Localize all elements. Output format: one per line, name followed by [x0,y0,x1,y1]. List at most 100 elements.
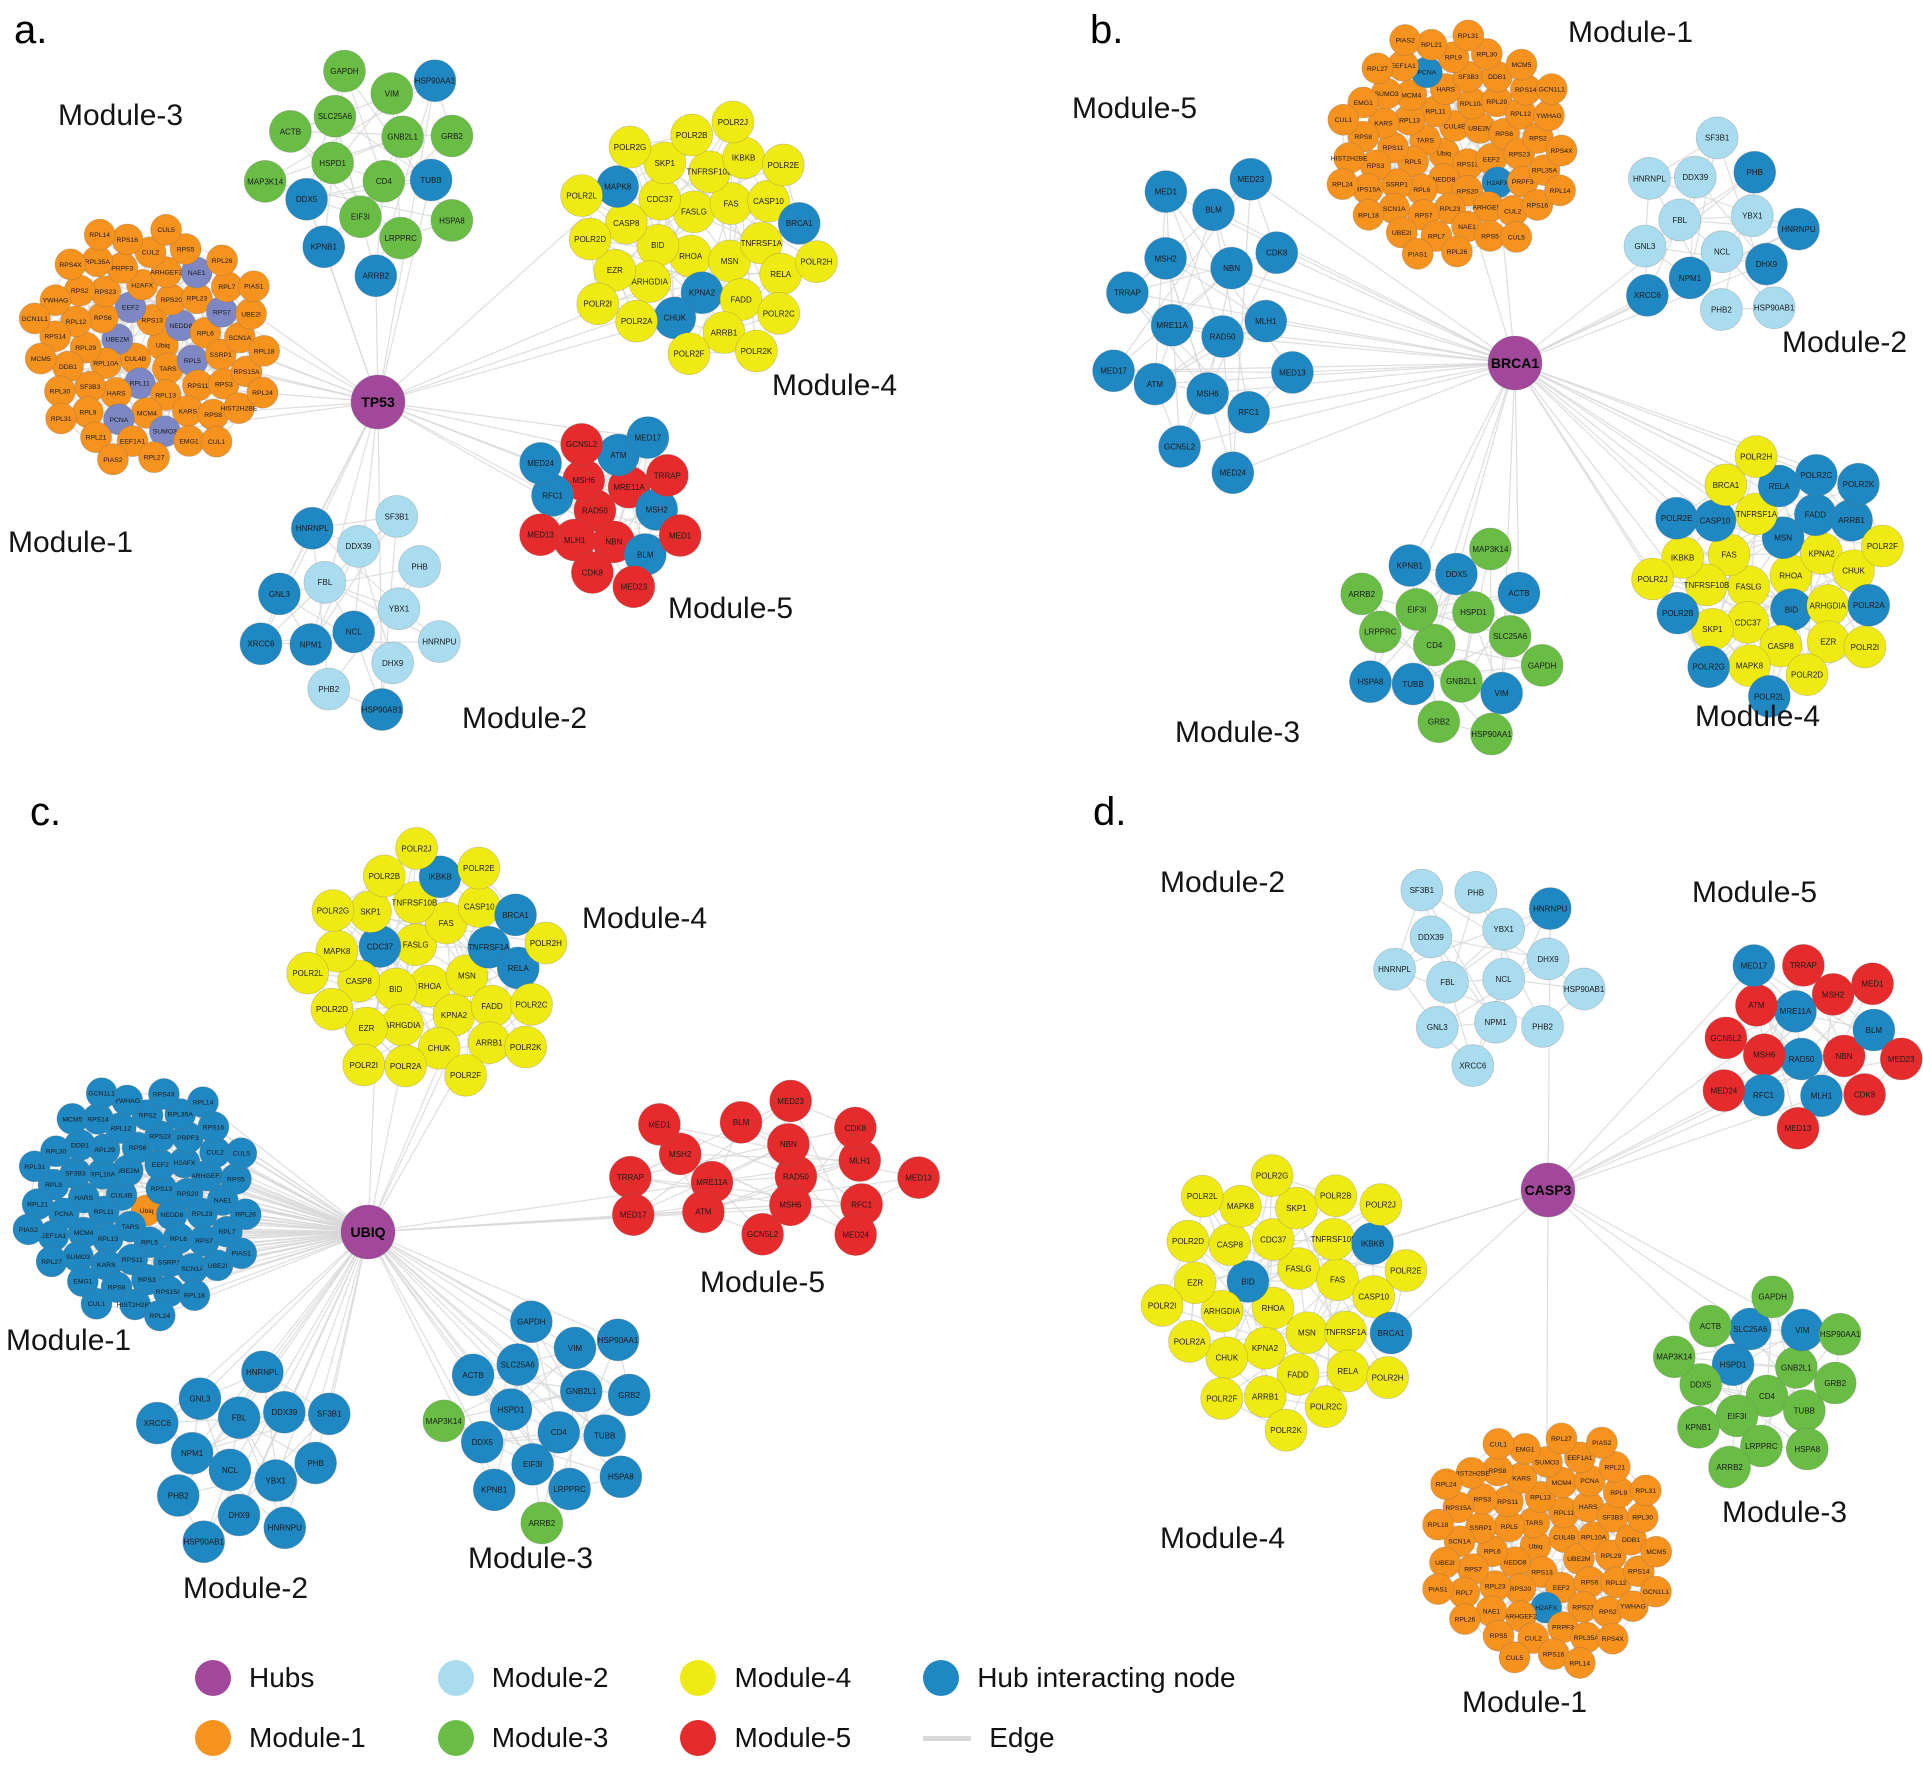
node-fbl[interactable]: FBL [1426,960,1469,1004]
node-polr2k[interactable]: POLR2K [1264,1408,1308,1452]
node-dhx9[interactable]: DHX9 [1745,242,1788,286]
node-pias2[interactable]: PIAS2 [97,443,129,476]
node-med17[interactable]: MED17 [1732,944,1776,987]
node-hnrnpu[interactable]: HNRNPU [1777,207,1820,251]
node-rpl21[interactable]: RPL21 [1415,28,1448,61]
node-rpl24[interactable]: RPL24 [1430,1468,1462,1501]
node-polr2d[interactable]: POLR2D [310,987,354,1031]
node-polr2i[interactable]: POLR2I [1843,625,1887,669]
node-hsp90aa1[interactable]: HSP90AA1 [413,59,457,103]
node-msh6[interactable]: MSH6 [1186,372,1229,415]
node-phb2[interactable]: PHB2 [156,1474,200,1517]
node-casp8[interactable]: CASP8 [604,201,648,245]
node-actb[interactable]: ACTB [269,110,312,153]
node-map3k14[interactable]: MAP3K14 [1469,527,1512,571]
node-npm1[interactable]: NPM1 [170,1431,214,1475]
node-hnrnpu[interactable]: HNRNPU [263,1506,307,1550]
node-polr2f[interactable]: POLR2F [444,1053,487,1097]
node-polr2h[interactable]: POLR2H [795,240,838,284]
node-polr2j[interactable]: POLR2J [711,100,755,144]
node-lrpprc[interactable]: LRPPRC [548,1467,591,1511]
node-gnl3[interactable]: GNL3 [1623,224,1667,268]
node-slc25a6[interactable]: SLC25A6 [313,94,357,138]
node-polr2c[interactable]: POLR2C [1794,453,1838,497]
node-casp8[interactable]: CASP8 [1208,1223,1252,1267]
node-rpl24[interactable]: RPL24 [1326,168,1359,200]
node-npm1[interactable]: NPM1 [289,623,333,666]
node-vim[interactable]: VIM [1780,1308,1824,1352]
node-polr2g[interactable]: POLR2G [608,125,652,169]
node-grb2[interactable]: GRB2 [607,1373,651,1417]
node-rpl24[interactable]: RPL24 [143,1299,176,1332]
node-hsp90aa1[interactable]: HSP90AA1 [1818,1312,1862,1356]
node-med23[interactable]: MED23 [769,1079,812,1123]
node-cdk8[interactable]: CDK8 [570,551,614,594]
node-nbn[interactable]: NBN [1210,246,1253,290]
node-atm[interactable]: ATM [682,1190,725,1234]
node-ncl[interactable]: NCL [1482,957,1525,1001]
node-polr2e[interactable]: POLR2E [457,846,501,890]
node-rpl24[interactable]: RPL24 [246,376,279,409]
node-med13[interactable]: MED13 [1776,1106,1820,1150]
node-med13[interactable]: MED13 [519,513,562,557]
node-gnl3[interactable]: GNL3 [178,1377,222,1421]
node-med1[interactable]: MED1 [638,1103,681,1146]
node-cd4[interactable]: CD4 [362,159,406,203]
node-blm[interactable]: BLM [719,1100,763,1144]
node-polr2b[interactable]: POLR2B [362,854,406,898]
node-arhgdia[interactable]: ARHGDIA [1806,584,1850,627]
node-polr2f[interactable]: POLR2F [667,332,711,376]
node-gapdh[interactable]: GAPDH [1520,644,1564,687]
node-rps4x[interactable]: RPS4X [54,248,87,281]
node-fas[interactable]: FAS [1316,1258,1359,1302]
node-phb[interactable]: PHB [398,545,442,588]
node-dhx9[interactable]: DHX9 [1526,937,1570,981]
node-pias2[interactable]: PIAS2 [12,1213,45,1246]
node-cul5[interactable]: CUL5 [1498,1641,1531,1674]
node-rpl14[interactable]: RPL14 [83,218,116,251]
node-rpl27[interactable]: RPL27 [35,1245,68,1278]
node-polr2c[interactable]: POLR2C [757,292,801,335]
node-cul1[interactable]: CUL1 [200,425,233,458]
node-trrap[interactable]: TRRAP [1781,944,1825,987]
node-mapk8[interactable]: MAPK8 [596,165,640,208]
node-rpl27[interactable]: RPL27 [138,441,170,473]
node-gcn1l1[interactable]: GCN1L1 [1640,1575,1672,1608]
node-npm1[interactable]: NPM1 [1668,256,1712,300]
node-mapk8[interactable]: MAPK8 [1219,1184,1262,1228]
node-vim[interactable]: VIM [1480,671,1523,715]
node-fbl[interactable]: FBL [217,1396,261,1440]
node-tnfrsf1a[interactable]: TNFRSF1A [1324,1310,1367,1354]
node-cul5[interactable]: CUL5 [225,1137,258,1170]
node-chuk[interactable]: CHUK [1205,1336,1249,1380]
node-fbl[interactable]: FBL [303,561,347,604]
node-med24[interactable]: MED24 [1211,451,1255,495]
node-polr2h[interactable]: POLR2H [1734,435,1778,479]
node-arrb2[interactable]: ARRB2 [1340,572,1384,616]
node-dhx9[interactable]: DHX9 [217,1493,261,1537]
node-polr2e[interactable]: POLR2E [1384,1249,1428,1292]
node-lrpprc[interactable]: LRPPRC [379,216,423,260]
node-fbl[interactable]: FBL [1658,198,1702,242]
node-med17[interactable]: MED17 [611,1193,655,1237]
node-rpl30[interactable]: RPL30 [44,375,76,408]
node-grb2[interactable]: GRB2 [430,114,474,158]
node-gnb2l1[interactable]: GNB2L1 [1775,1346,1818,1389]
node-nbn[interactable]: NBN [767,1122,810,1166]
node-polr2e[interactable]: POLR2E [1655,496,1699,540]
node-hsp90aa1[interactable]: HSP90AA1 [596,1318,640,1362]
node-cul1[interactable]: CUL1 [1327,103,1360,136]
node-med1[interactable]: MED1 [658,514,702,557]
node-gcn5l2[interactable]: GCN5L2 [560,423,603,466]
node-sf3b1[interactable]: SF3B1 [1695,116,1739,160]
node-brca1[interactable]: BRCA1 [1369,1311,1413,1355]
node-rpl18[interactable]: RPL18 [178,1279,211,1311]
node-rfc1[interactable]: RFC1 [1227,390,1271,434]
node-med17[interactable]: MED17 [1092,349,1135,393]
node-xrcc6[interactable]: XRCC6 [1625,273,1669,317]
node-hspa8[interactable]: HSPA8 [430,199,474,242]
node-polr2d[interactable]: POLR2D [1785,653,1829,696]
node-med17[interactable]: MED17 [626,416,670,459]
node-polr2k[interactable]: POLR2K [735,329,778,373]
node-casp10[interactable]: CASP10 [457,885,501,928]
